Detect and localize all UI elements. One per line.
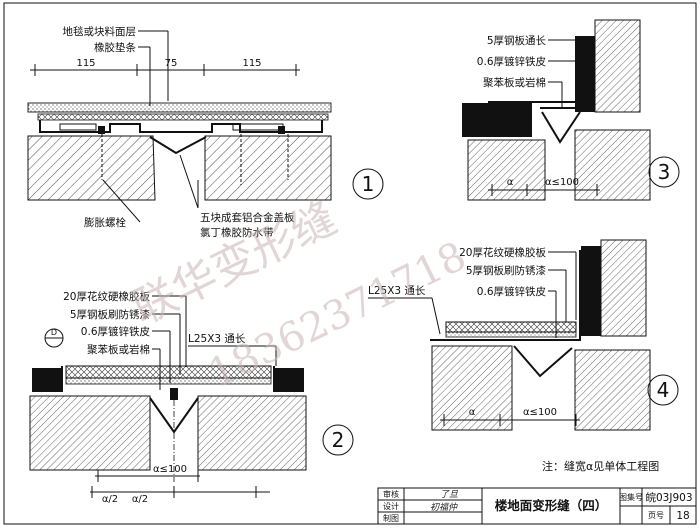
label-rubber-plate-2: 20厚花纹硬橡胶板 — [63, 290, 150, 303]
dim-115-right: 115 — [242, 58, 261, 69]
label-bolt: 膨胀螺栓 — [84, 216, 126, 229]
label-rubber-strip: 橡胶垫条 — [94, 41, 136, 54]
dim-a-4: α — [469, 407, 476, 418]
label-steel-2: 5厚钢板刷防锈漆 — [70, 308, 151, 321]
tb-atlas-number: 皖03J903 — [646, 491, 693, 504]
detail-number-2: 2 — [332, 428, 345, 452]
label-galv-3: 0.6厚镀锌铁皮 — [477, 55, 547, 68]
label-cover-plate: 五块成套铝合金盖板 — [200, 211, 295, 224]
label-angle-4: L25X3 通长 — [368, 285, 426, 297]
sheet-border — [3, 2, 697, 525]
dim-half-right: α/2 — [132, 494, 148, 505]
dim-gap-2: α≤100 — [153, 464, 187, 475]
sheet-title: 楼地面变形缝（四） — [495, 498, 608, 513]
tb-check-label: 审核 — [383, 489, 399, 499]
dim-75: 75 — [165, 58, 178, 69]
tb-design-signature: 初福仲 — [430, 502, 458, 513]
label-rubber-plate-4: 20厚花纹硬橡胶板 — [459, 246, 546, 259]
dim-gap-4: α≤100 — [523, 407, 557, 418]
dim-115-left: 115 — [76, 58, 95, 69]
label-carpet: 地毯或块料面层 — [63, 25, 137, 38]
label-galv-2: 0.6厚镀锌铁皮 — [81, 325, 151, 338]
tb-page-label: 页号 — [648, 511, 664, 520]
label-steel-long: 5厚钢板通长 — [487, 34, 547, 47]
detail-number-4: 4 — [657, 378, 670, 402]
dim-half-left: α/2 — [102, 494, 118, 505]
detail-number-3: 3 — [658, 160, 671, 184]
tb-atlas-label: 图集号 — [619, 492, 643, 502]
detail-number-1: 1 — [362, 172, 375, 196]
dim-gap-3: α≤100 — [545, 177, 579, 188]
detail-3: 5厚钢板通长 0.6厚镀锌铁皮 聚苯板或岩棉 α α≤100 3 — [462, 19, 680, 201]
detail-2: 20厚花纹硬橡胶板 5厚钢板刷防锈漆 0.6厚镀锌铁皮 聚苯板或岩棉 D L25… — [29, 290, 354, 505]
label-waterstop: 氯丁橡胶防水带 — [200, 226, 274, 239]
section-mark-d: D — [51, 328, 57, 337]
sheet-note: 注：缝宽α见单体工程图 — [542, 459, 659, 473]
tb-design-label: 设计 — [383, 501, 399, 511]
title-block: 审核 设计 制图 了旦 初福仲 楼地面变形缝（四） 图集号 皖03J903 页号… — [377, 487, 697, 525]
tb-page-number: 18 — [676, 510, 689, 522]
tb-check-signature: 了旦 — [440, 489, 458, 500]
label-foam-3: 聚苯板或岩棉 — [483, 76, 546, 89]
detail-4: 20厚花纹硬橡胶板 5厚钢板刷防锈漆 0.6厚镀锌铁皮 L25X3 通长 α α… — [368, 239, 679, 431]
label-angle-2: L25X3 通长 — [188, 333, 246, 345]
detail-1: 地毯或块料面层 橡胶垫条 115 75 115 膨胀螺栓 — [27, 25, 384, 239]
label-foam-2: 聚苯板或岩棉 — [87, 343, 150, 356]
label-galv-4: 0.6厚镀锌铁皮 — [477, 285, 547, 298]
label-steel-4: 5厚钢板刷防锈漆 — [466, 264, 547, 277]
dim-a-3: α — [507, 177, 514, 188]
tb-draw-label: 制图 — [383, 513, 399, 523]
